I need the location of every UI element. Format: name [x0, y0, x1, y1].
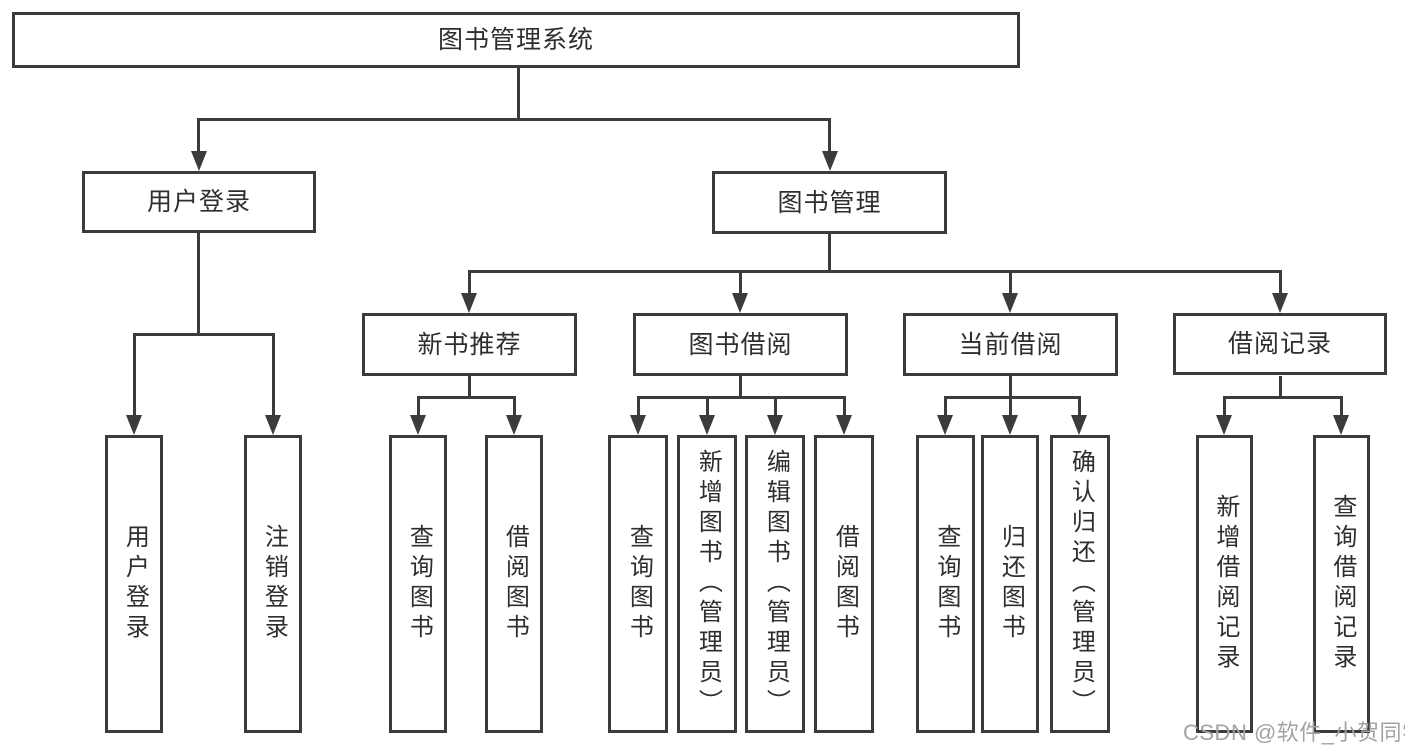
- connector-leaf-drop: [1340, 396, 1343, 419]
- leaf-user-login: 用户登录: [105, 435, 163, 733]
- arrow-down-icon: [191, 151, 207, 171]
- arrow-down-icon: [1333, 415, 1349, 435]
- connector-leaf-drop: [637, 396, 640, 419]
- node-new-book-recommend: 新书推荐: [362, 313, 577, 376]
- arrow-down-icon: [767, 415, 783, 435]
- arrow-down-icon: [506, 415, 522, 435]
- connector-leaf-drop: [513, 396, 516, 419]
- arrow-down-icon: [410, 415, 426, 435]
- arrow-down-icon: [1216, 415, 1232, 435]
- leaf-borrow-edit-book-admin: 编辑图书（管理员）: [745, 435, 805, 733]
- connector-level3-branch: [468, 270, 1282, 273]
- arrow-down-icon: [937, 415, 953, 435]
- csdn-watermark: CSDN @软件_小贺同学: [1183, 720, 1405, 745]
- leaf-add-borrow-record: 新增借阅记录: [1196, 435, 1253, 733]
- arrow-down-icon: [699, 415, 715, 435]
- connector-current-borrow-branch: [944, 396, 1081, 399]
- connector-leaf-drop: [1009, 396, 1012, 419]
- node-current-borrow: 当前借阅: [903, 313, 1118, 376]
- connector-book-borrow-branch: [637, 396, 845, 399]
- connector-user-login-branch: [133, 333, 275, 336]
- leaf-recommend-query-book: 查询图书: [389, 435, 447, 733]
- connector-book-borrow-stem: [739, 376, 742, 398]
- arrow-down-icon: [461, 293, 477, 313]
- leaf-query-borrow-record: 查询借阅记录: [1313, 435, 1370, 733]
- leaf-logout: 注销登录: [244, 435, 302, 733]
- leaf-current-query-book: 查询图书: [916, 435, 975, 733]
- connector-leaf-drop: [1078, 396, 1081, 419]
- connector-to-leaf-logout: [272, 333, 275, 417]
- arrow-down-icon: [265, 415, 281, 435]
- connector-to-borrow-record: [1279, 270, 1282, 295]
- connector-root-stem: [517, 68, 520, 120]
- arrow-down-icon: [822, 151, 838, 171]
- connector-leaf-drop: [706, 396, 709, 419]
- connector-leaf-drop: [417, 396, 420, 419]
- arrow-down-icon: [630, 415, 646, 435]
- connector-user-login-stem: [197, 233, 200, 335]
- arrow-down-icon: [1002, 293, 1018, 313]
- connector-to-book-borrow: [739, 270, 742, 295]
- connector-leaf-drop: [774, 396, 777, 419]
- leaf-borrow-add-book-admin: 新增图书（管理员）: [677, 435, 737, 733]
- connector-leaf-drop: [1223, 396, 1226, 419]
- arrow-down-icon: [1002, 415, 1018, 435]
- connector-borrow-record-stem: [1279, 376, 1282, 398]
- connector-to-leaf-user-login: [133, 333, 136, 417]
- connector-current-borrow-stem: [1009, 376, 1012, 398]
- leaf-borrow-query-book: 查询图书: [608, 435, 668, 733]
- connector-book-management-stem: [828, 234, 831, 273]
- node-user-login: 用户登录: [82, 171, 316, 233]
- connector-to-current-borrow: [1009, 270, 1012, 295]
- connector-recommend-stem: [468, 376, 471, 398]
- arrow-down-icon: [126, 415, 142, 435]
- connector-level1-branch: [197, 118, 831, 121]
- arrow-down-icon: [732, 293, 748, 313]
- connector-leaf-drop: [944, 396, 947, 419]
- arrow-down-icon: [836, 415, 852, 435]
- node-library-management-system: 图书管理系统: [12, 12, 1020, 68]
- connector-leaf-drop: [843, 396, 846, 419]
- connector-to-book-management: [828, 118, 831, 154]
- leaf-current-confirm-return-admin: 确认归还（管理员）: [1050, 435, 1110, 733]
- node-book-management: 图书管理: [712, 171, 947, 234]
- node-book-borrow: 图书借阅: [633, 313, 848, 376]
- connector-to-new-book-recommend: [468, 270, 471, 295]
- leaf-recommend-borrow-book: 借阅图书: [485, 435, 543, 733]
- arrow-down-icon: [1272, 293, 1288, 313]
- connector-borrow-record-branch: [1223, 396, 1343, 399]
- arrow-down-icon: [1071, 415, 1087, 435]
- leaf-current-return-book: 归还图书: [981, 435, 1039, 733]
- connector-recommend-branch: [417, 396, 516, 399]
- node-borrow-record: 借阅记录: [1173, 313, 1387, 375]
- connector-to-user-login: [197, 118, 200, 154]
- leaf-borrow-borrow-book: 借阅图书: [814, 435, 874, 733]
